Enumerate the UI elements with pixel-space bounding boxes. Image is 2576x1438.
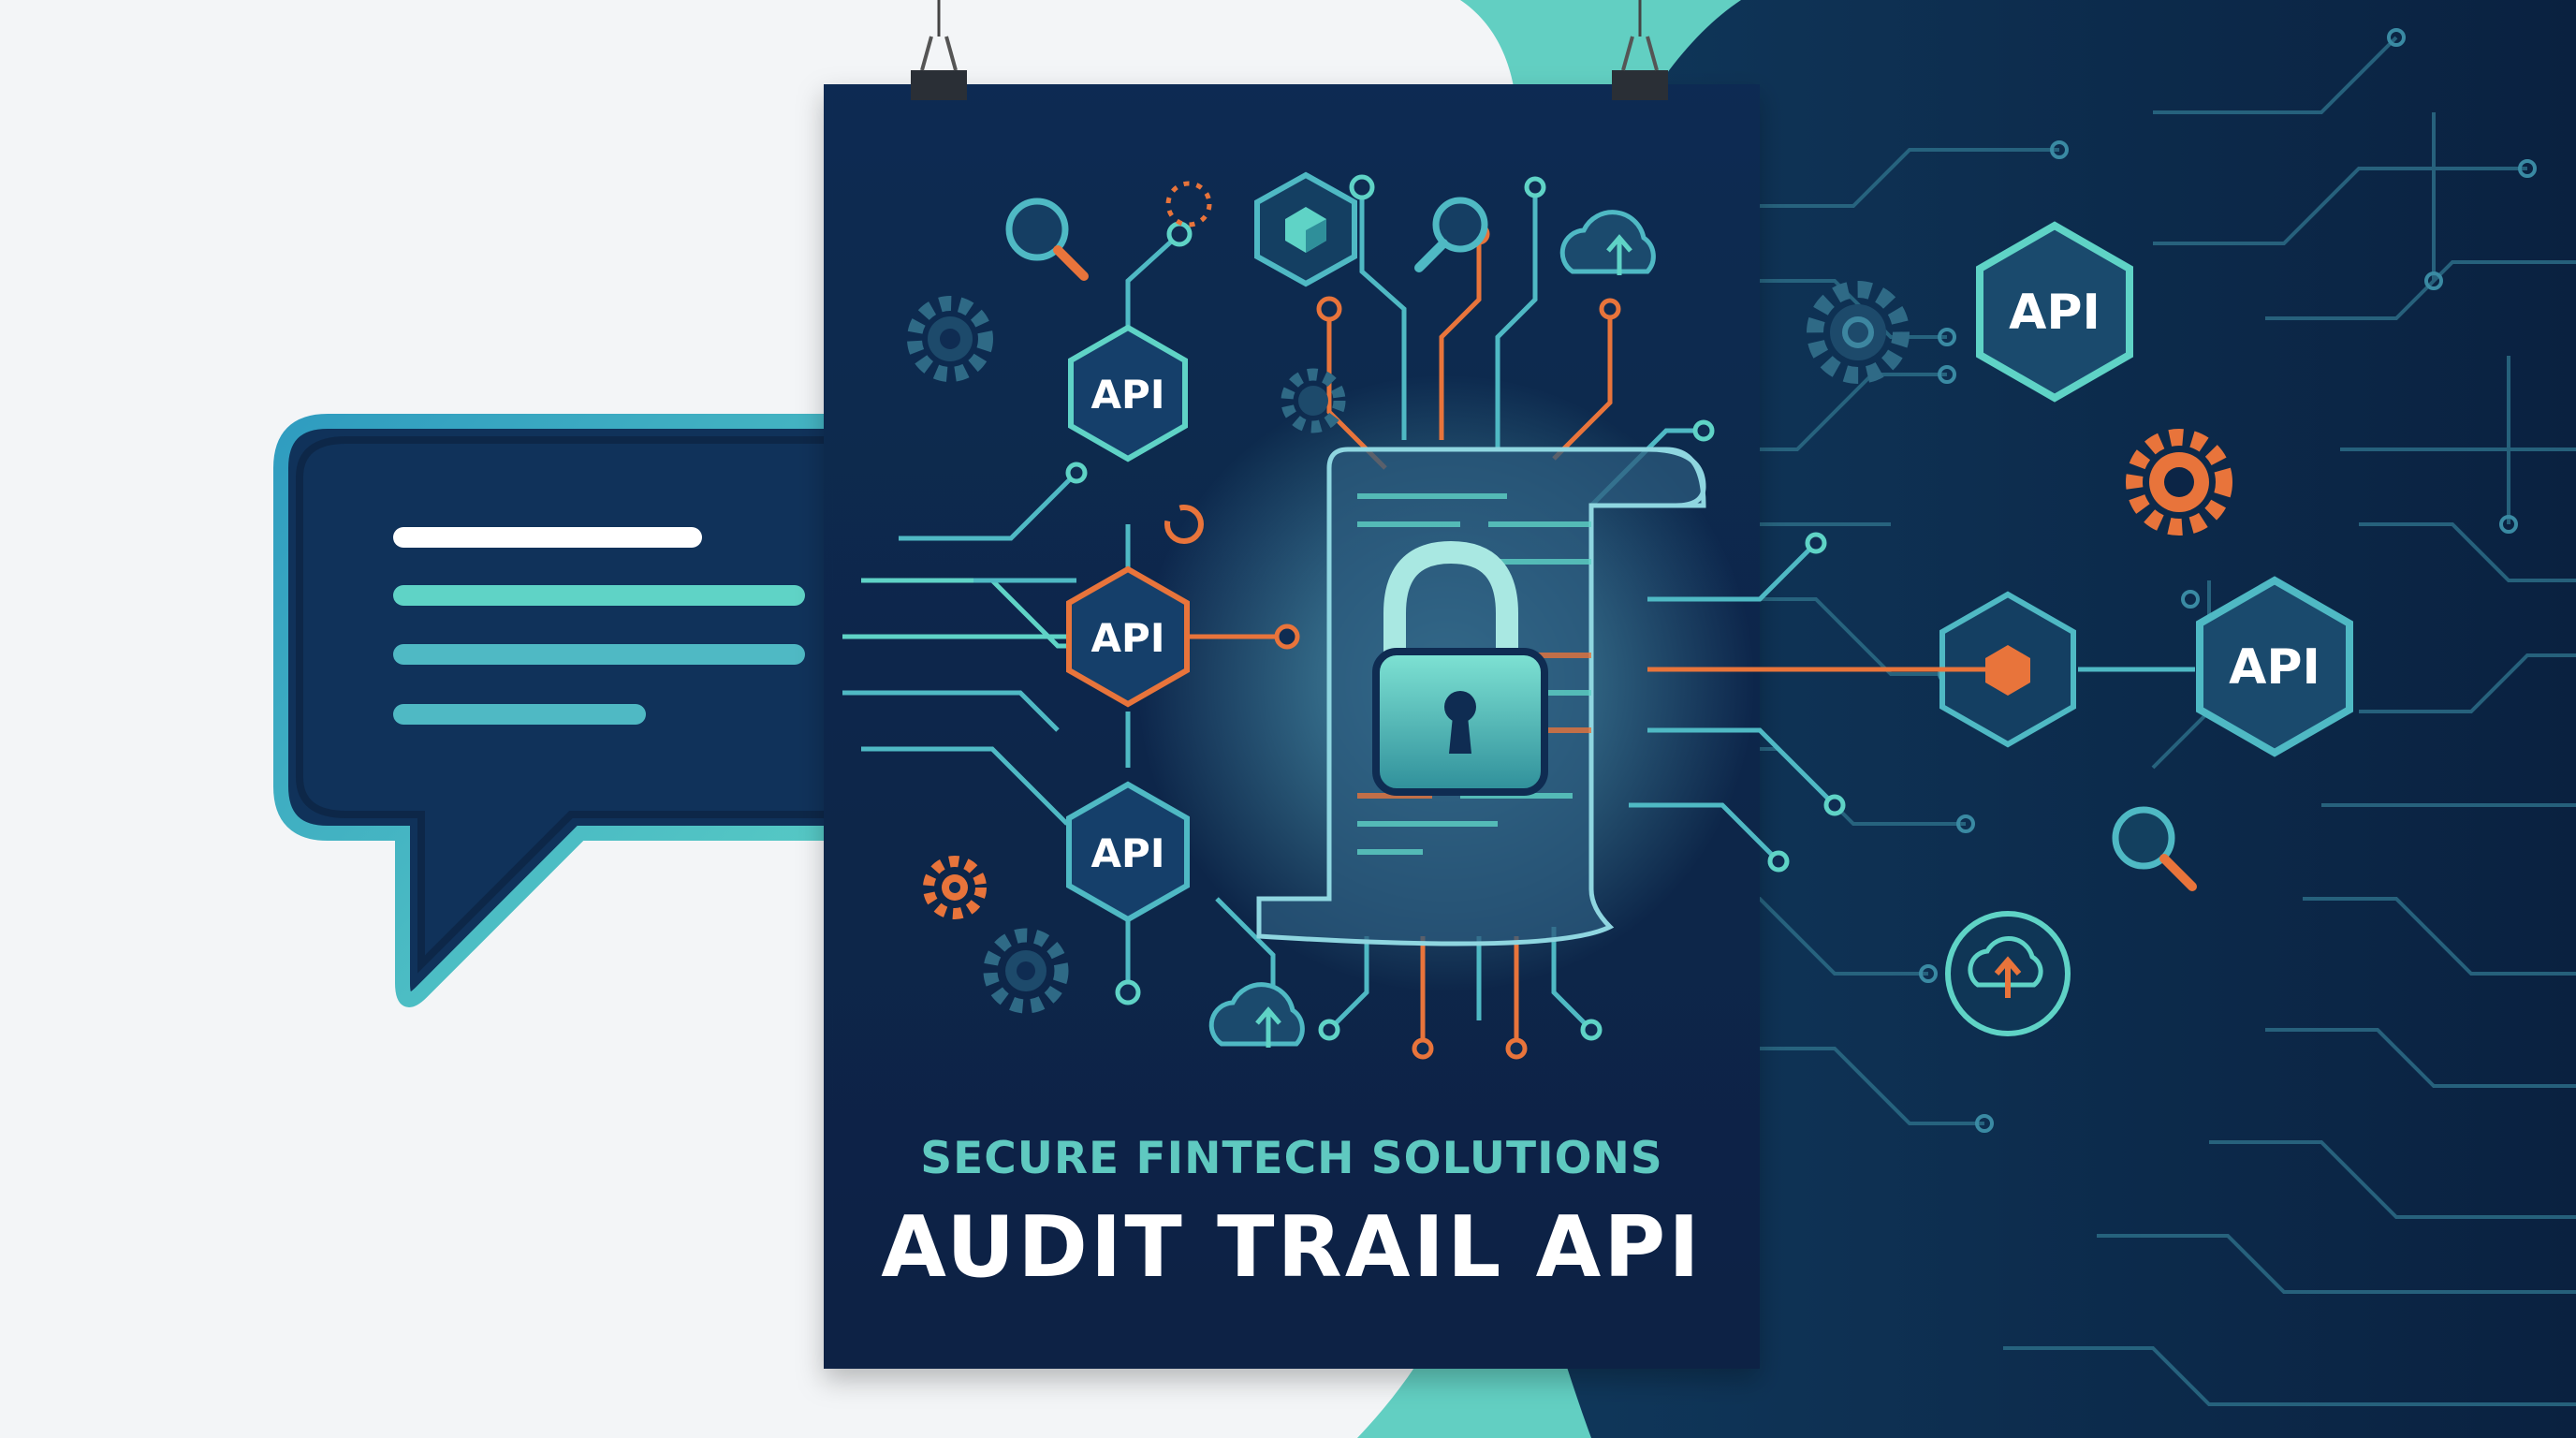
api-label: API	[2009, 285, 2100, 341]
gear-icon	[1807, 281, 1910, 384]
poster-subtitle: SECURE FINTECH SOLUTIONS	[920, 1133, 1663, 1184]
gear-icon	[1281, 368, 1346, 433]
cloud-upload-icon	[1559, 210, 1656, 275]
api-badge: API	[1066, 565, 1190, 708]
api-label: API	[1091, 372, 1165, 418]
api-label: API	[1091, 615, 1165, 661]
api-label: API	[1091, 830, 1165, 876]
cube-icon	[1254, 171, 1357, 287]
gear-icon	[907, 296, 993, 382]
api-badge: API	[2196, 576, 2353, 757]
magnifier-icon	[1005, 198, 1089, 281]
magnifier-icon	[2112, 806, 2197, 891]
chat-bubble-icon	[273, 414, 906, 1007]
cloud-upload-icon	[1945, 911, 2071, 1036]
api-label: API	[2229, 639, 2320, 696]
api-badge: API	[1976, 221, 2133, 403]
gear-icon	[983, 928, 1069, 1014]
poster-title: AUDIT TRAIL API	[881, 1198, 1703, 1297]
gear-icon	[2126, 429, 2232, 536]
api-badge: API	[1066, 781, 1190, 923]
magnifier-icon	[1414, 197, 1488, 272]
poster: API API API	[824, 84, 2003, 1369]
binder-clip-icon	[1612, 0, 1668, 100]
cloud-upload-icon	[1208, 982, 1305, 1048]
binder-clip-icon	[911, 0, 967, 100]
api-badge: API	[1068, 324, 1188, 462]
cube-icon	[1939, 591, 2076, 748]
gear-icon	[923, 856, 987, 919]
padlock-icon	[1372, 540, 1548, 796]
